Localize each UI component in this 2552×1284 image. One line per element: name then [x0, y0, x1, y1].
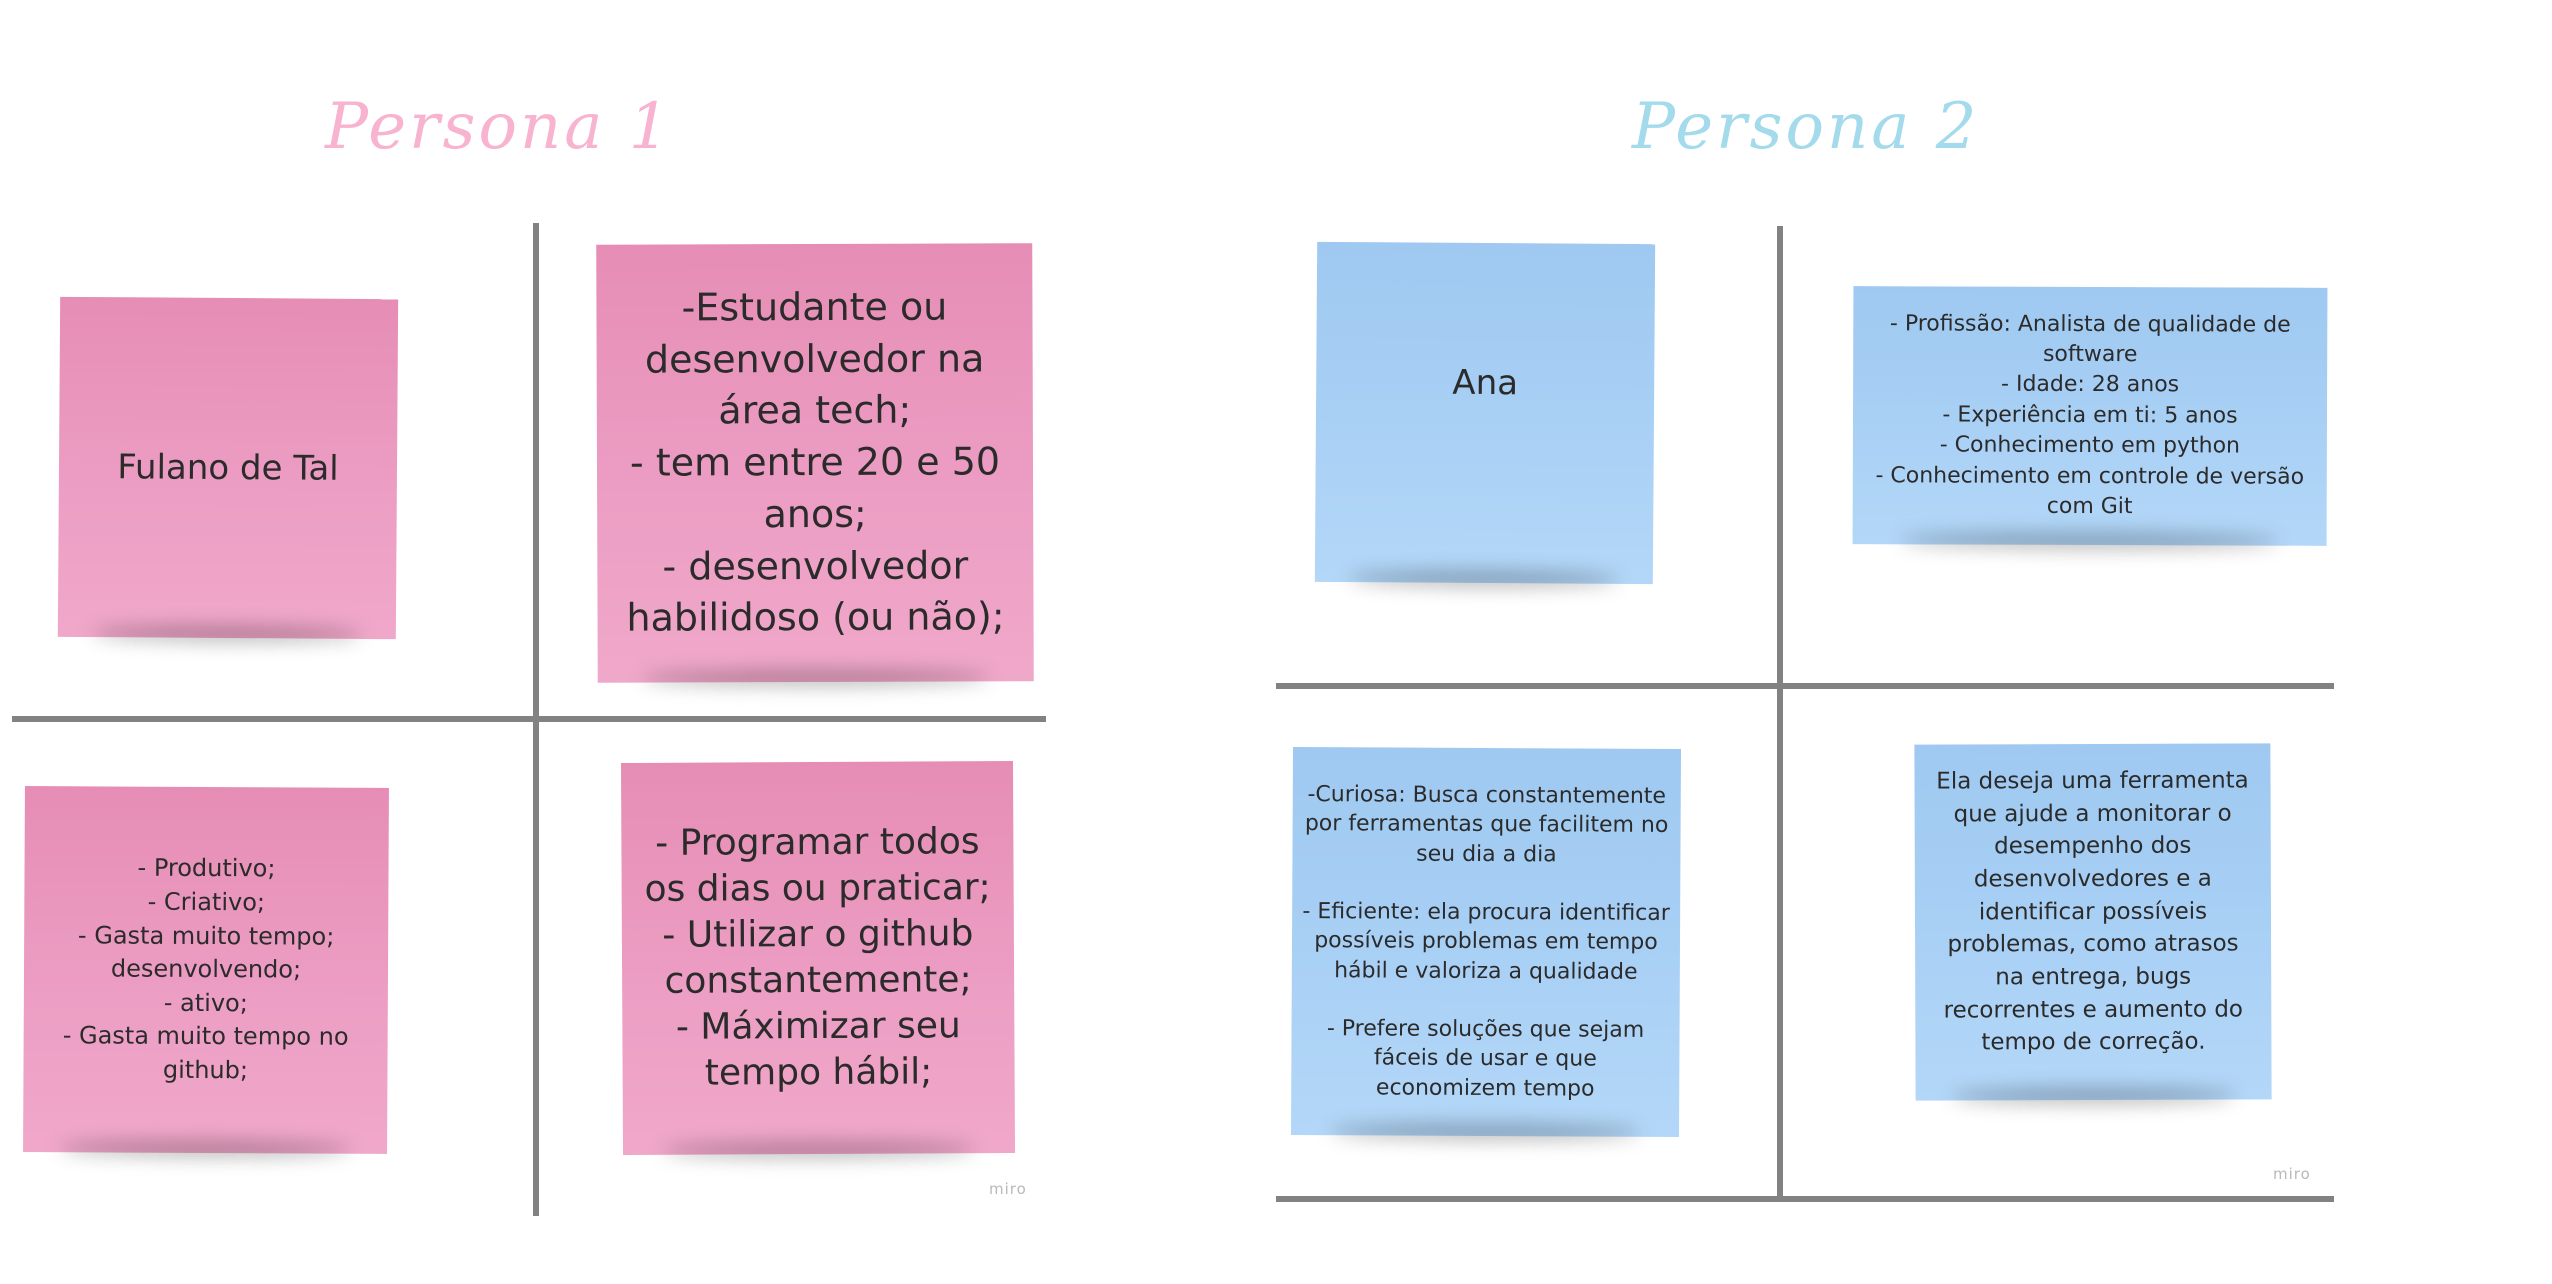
persona-2-title: Persona 2 [1632, 90, 1980, 164]
persona-2-horizontal-divider-top [1276, 683, 2334, 689]
persona-2-profile-note[interactable]: - Profissão: Analista de qualidade de so… [1852, 286, 2328, 546]
persona-2-name-note[interactable]: Ana [1314, 241, 1656, 585]
miro-watermark-1: miro [989, 1180, 1027, 1198]
persona-2-vertical-divider [1777, 226, 1783, 1200]
persona-1-goals-note[interactable]: - Programar todos os dias ou praticar; -… [620, 760, 1016, 1156]
persona-1-title: Persona 1 [325, 90, 673, 164]
persona-2-goals-note[interactable]: Ela deseja uma ferramenta que ajude a mo… [1914, 743, 2272, 1101]
persona-2-horizontal-divider-bottom [1276, 1196, 2334, 1202]
persona-1-name-note[interactable]: Fulano de Tal [57, 296, 399, 640]
persona-1-traits-note[interactable]: - Produtivo; - Criativo; - Gasta muito t… [23, 786, 389, 1154]
persona-1-profile-note[interactable]: -Estudante ou desenvolvedor na área tech… [596, 243, 1034, 683]
miro-watermark-2: miro [2273, 1165, 2311, 1183]
persona-2-traits-note[interactable]: -Curiosa: Busca constantemente por ferra… [1290, 746, 1682, 1138]
persona-1-horizontal-divider [12, 716, 1046, 722]
